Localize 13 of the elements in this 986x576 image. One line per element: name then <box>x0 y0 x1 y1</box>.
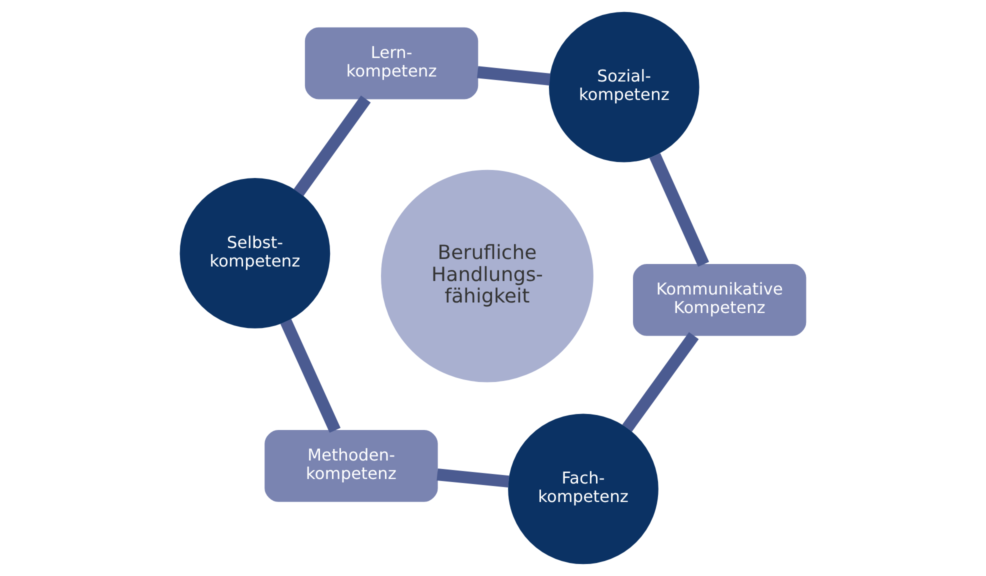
connector <box>294 96 371 196</box>
connector <box>436 468 510 488</box>
connector <box>622 332 699 432</box>
node-circle: Berufliche Handlungs- fähigkeit <box>380 170 594 382</box>
node-box: Kommunikative Kompetenz <box>633 264 806 336</box>
node-box: Lern- kompetenz <box>304 27 478 100</box>
node-circle: Selbst- kompetenz <box>180 178 330 328</box>
node-circle: Sozial- kompetenz <box>548 12 700 162</box>
connector <box>280 318 341 433</box>
connector <box>649 153 710 267</box>
connector <box>477 66 550 86</box>
node-circle: Fach- kompetenz <box>508 414 658 564</box>
node-box: Methoden- kompetenz <box>264 430 438 502</box>
